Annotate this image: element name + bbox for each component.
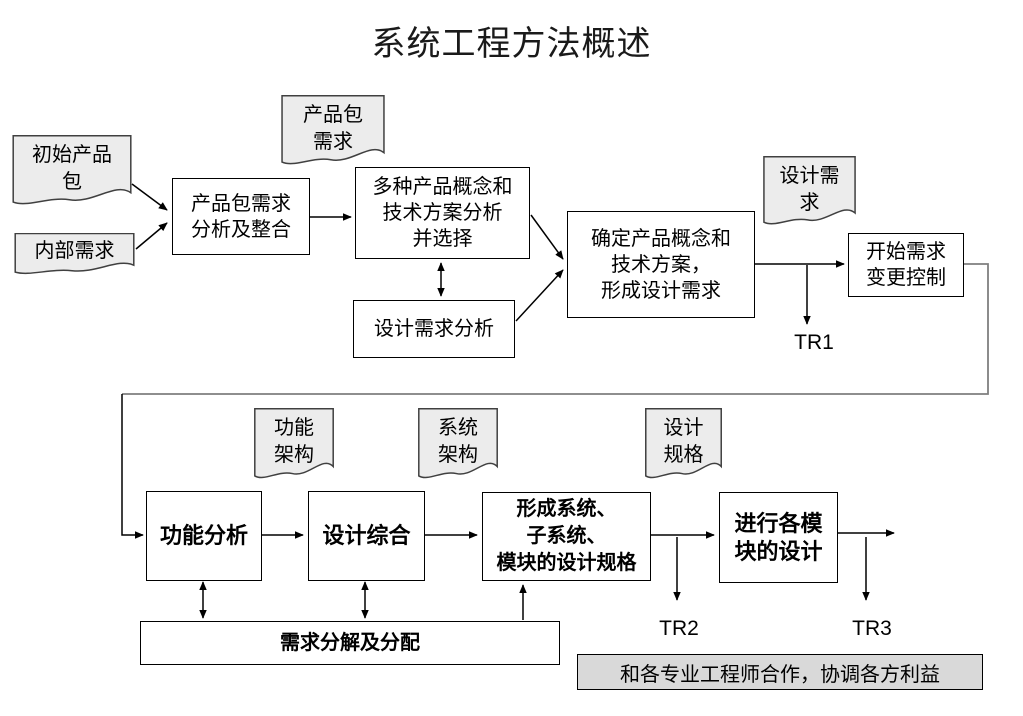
arrow-multi-concept-to-confirm bbox=[530, 214, 564, 260]
note-cooperate-with-engineers: 和各专业工程师合作，协调各方利益 bbox=[577, 654, 983, 690]
document-shape-icon bbox=[418, 408, 498, 487]
doc-label: 系统 架构 bbox=[438, 417, 478, 466]
box-confirm-concept-form-design-req: 确定产品概念和 技术方案， 形成设计需求 bbox=[567, 211, 755, 318]
doc-design-specification: 设计 规格 bbox=[645, 408, 722, 487]
box-form-system-subsystem-module-spec: 形成系统、 子系统、 模块的设计规格 bbox=[482, 492, 651, 581]
document-shape-icon bbox=[254, 408, 334, 487]
box-start-requirement-change-control: 开始需求 变更控制 bbox=[848, 233, 964, 297]
label-tr1: TR1 bbox=[794, 331, 834, 354]
doc-design-requirement: 设计需 求 bbox=[763, 156, 856, 233]
doc-functional-architecture: 功能 架构 bbox=[254, 408, 334, 487]
box-requirement-decompose-allocate: 需求分解及分配 bbox=[140, 621, 560, 665]
label-tr2: TR2 bbox=[659, 617, 699, 640]
document-shape-icon bbox=[281, 95, 385, 173]
doc-product-package-requirement: 产品包 需求 bbox=[281, 95, 385, 173]
box-design-synthesis: 设计综合 bbox=[308, 491, 425, 581]
doc-label: 内部需求 bbox=[34, 240, 115, 262]
box-multi-concept-selection: 多种产品概念和 技术方案分析 并选择 bbox=[355, 167, 530, 259]
document-shape-icon bbox=[14, 233, 135, 279]
arrow-internal-req-to-analysis bbox=[135, 222, 168, 250]
document-shape-icon bbox=[12, 135, 132, 213]
doc-system-architecture: 系统 架构 bbox=[418, 408, 498, 487]
doc-label: 产品包 需求 bbox=[303, 104, 363, 153]
document-shape-icon bbox=[645, 408, 722, 487]
label-tr3: TR3 bbox=[852, 617, 892, 640]
box-module-design: 进行各模 块的设计 bbox=[719, 492, 838, 583]
document-shape-icon bbox=[763, 156, 856, 233]
arrow-initial-package-to-analysis bbox=[131, 183, 168, 211]
arrow-design-req-analysis-to-confirm bbox=[515, 269, 564, 322]
box-design-requirement-analysis: 设计需求分析 bbox=[353, 300, 515, 358]
box-functional-analysis: 功能分析 bbox=[146, 491, 262, 581]
diagram-title: 系统工程方法概述 bbox=[371, 25, 652, 63]
doc-label: 设计需 求 bbox=[779, 165, 840, 214]
arrow-into-functional-analysis bbox=[121, 394, 144, 539]
doc-label: 初始产品 包 bbox=[32, 144, 112, 193]
box-product-package-req-analysis: 产品包需求 分析及整合 bbox=[172, 178, 310, 255]
doc-initial-product-package: 初始产品 包 bbox=[12, 135, 132, 213]
doc-label: 设计 规格 bbox=[663, 417, 704, 466]
doc-internal-requirement: 内部需求 bbox=[14, 233, 135, 279]
doc-label: 功能 架构 bbox=[274, 417, 314, 466]
